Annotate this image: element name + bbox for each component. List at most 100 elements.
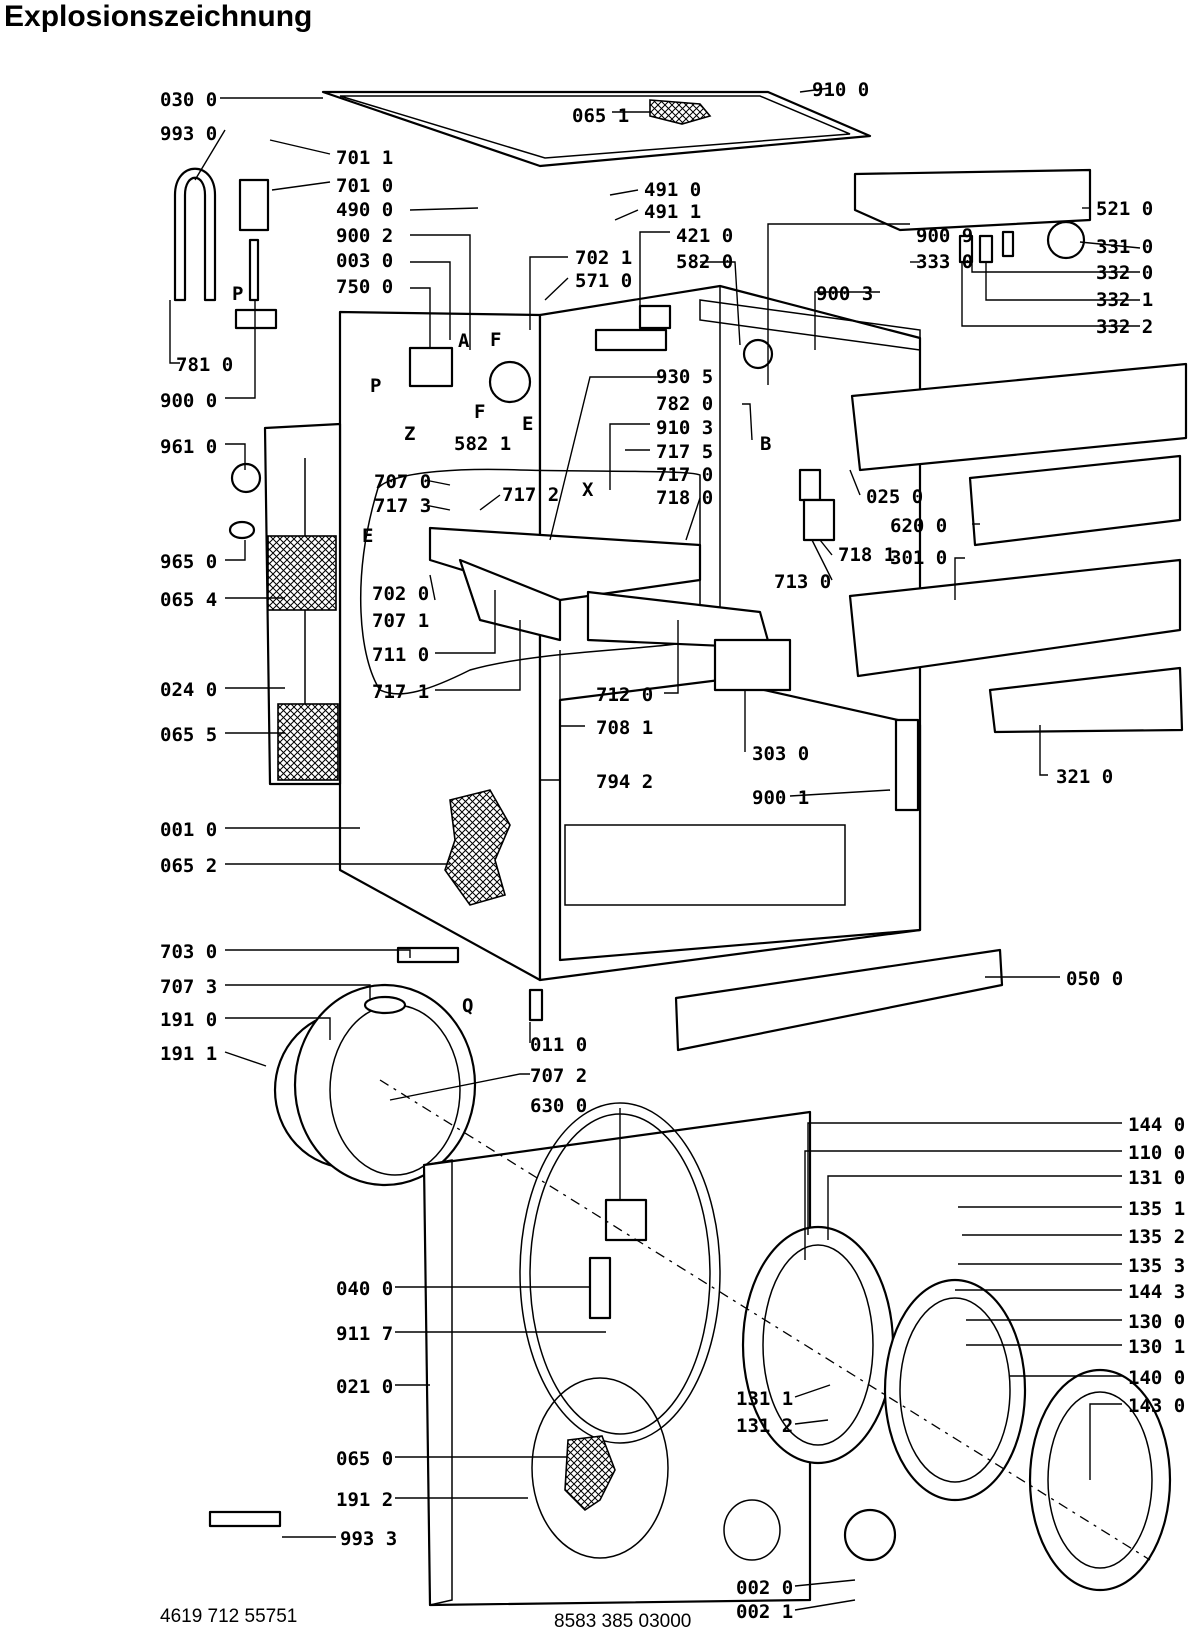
label-900-2: 900 2	[336, 225, 393, 247]
letter-e-pump: E	[522, 413, 533, 435]
insulation-pad-side	[444, 789, 511, 906]
label-331-0: 331 0	[1096, 236, 1153, 258]
label-110-0: 110 0	[1128, 1142, 1185, 1164]
label-718-0: 718 0	[656, 487, 713, 509]
label-717-0: 717 0	[656, 464, 713, 486]
label-702-1: 702 1	[575, 247, 632, 269]
label-713-0: 713 0	[774, 571, 831, 593]
label-003-0: 003 0	[336, 250, 393, 272]
label-712-0: 712 0	[596, 684, 653, 706]
label-701-1: 701 1	[336, 147, 393, 169]
label-143-0: 143 0	[1128, 1395, 1185, 1417]
label-582-1: 582 1	[454, 433, 511, 455]
label-135-3: 135 3	[1128, 1255, 1185, 1277]
label-332-1: 332 1	[1096, 289, 1153, 311]
label-140-0: 140 0	[1128, 1367, 1185, 1389]
label-024-0: 024 0	[160, 679, 217, 701]
label-620-0: 620 0	[890, 515, 947, 537]
label-021-0: 021 0	[336, 1376, 393, 1398]
label-900-1: 900 1	[752, 787, 809, 809]
label-065-5: 065 5	[160, 724, 217, 746]
letter-f-upper: F	[490, 329, 501, 351]
label-144-3: 144 3	[1128, 1281, 1185, 1303]
label-191-1: 191 1	[160, 1043, 217, 1065]
label-130-0: 130 0	[1128, 1311, 1185, 1333]
label-490-0: 490 0	[336, 199, 393, 221]
letter-f-lower: F	[474, 401, 485, 423]
porthole-door	[741, 1225, 1172, 1592]
label-065-0: 065 0	[336, 1448, 393, 1470]
label-333-0: 333 0	[916, 251, 973, 273]
label-782-0: 782 0	[656, 393, 713, 415]
insulation-pad-front	[564, 1435, 616, 1512]
label-131-2: 131 2	[736, 1415, 793, 1437]
label-065-4: 065 4	[160, 589, 217, 611]
label-910-3: 910 3	[656, 417, 713, 439]
label-301-0: 301 0	[890, 547, 947, 569]
label-065-1: 065 1	[572, 105, 629, 127]
label-191-2: 191 2	[336, 1489, 393, 1511]
label-781-0: 781 0	[176, 354, 233, 376]
label-521-0: 521 0	[1096, 198, 1153, 220]
label-707-0: 707 0	[374, 471, 431, 493]
label-707-3: 707 3	[160, 976, 217, 998]
label-491-1: 491 1	[644, 201, 701, 223]
label-002-1: 002 1	[736, 1601, 793, 1623]
label-582-0: 582 0	[676, 251, 733, 273]
part-labels: 030 0 065 1 910 0 993 0 701 1 701 0 490 …	[160, 79, 1185, 1623]
label-491-0: 491 0	[644, 179, 701, 201]
label-708-1: 708 1	[596, 717, 653, 739]
page-title: Explosionszeichnung	[4, 0, 313, 33]
letter-b: B	[760, 433, 771, 455]
label-144-0: 144 0	[1128, 1114, 1185, 1136]
label-717-3: 717 3	[374, 495, 431, 517]
insulation-pad-rear-upper	[267, 535, 337, 611]
front-panel	[422, 1102, 812, 1607]
label-025-0: 025 0	[866, 486, 923, 508]
footer-center-code: 8583 385 03000	[554, 1611, 691, 1631]
detergent-dispenser	[428, 526, 792, 692]
letter-e-inlet: E	[362, 525, 373, 547]
label-050-0: 050 0	[1066, 968, 1123, 990]
label-930-5: 930 5	[656, 366, 713, 388]
label-718-1: 718 1	[838, 544, 895, 566]
label-002-0: 002 0	[736, 1577, 793, 1599]
label-191-0: 191 0	[160, 1009, 217, 1031]
letter-x: X	[582, 479, 594, 501]
label-571-0: 571 0	[575, 270, 632, 292]
door-axis-line	[379, 1079, 1151, 1561]
insulation-pad-top	[649, 99, 712, 125]
label-711-0: 711 0	[372, 644, 429, 666]
leader-lines	[169, 87, 1141, 1611]
label-702-0: 702 0	[372, 583, 429, 605]
label-321-0: 321 0	[1056, 766, 1113, 788]
letter-q: Q	[462, 995, 473, 1017]
label-011-0: 011 0	[530, 1034, 587, 1056]
label-065-2: 065 2	[160, 855, 217, 877]
label-900-9: 900 9	[916, 225, 973, 247]
label-701-0: 701 0	[336, 175, 393, 197]
footer-left-code: 4619 712 55751	[160, 1606, 297, 1627]
label-030-0: 030 0	[160, 89, 217, 111]
label-303-0: 303 0	[752, 743, 809, 765]
letter-z: Z	[404, 423, 415, 445]
label-707-2: 707 2	[530, 1065, 587, 1087]
label-750-0: 750 0	[336, 276, 393, 298]
label-630-0: 630 0	[530, 1095, 587, 1117]
control-panel-parts	[848, 168, 1188, 734]
label-717-5: 717 5	[656, 441, 713, 463]
label-910-0: 910 0	[812, 79, 869, 101]
worktop-lid	[321, 90, 872, 168]
label-900-3: 900 3	[816, 283, 873, 305]
label-707-1: 707 1	[372, 610, 429, 632]
connection-letters: P P A F F E E Z B X Q	[232, 283, 771, 1017]
label-961-0: 961 0	[160, 436, 217, 458]
label-993-0: 993 0	[160, 123, 217, 145]
label-040-0: 040 0	[336, 1278, 393, 1300]
label-332-2: 332 2	[1096, 316, 1153, 338]
label-900-0: 900 0	[160, 390, 217, 412]
detergent-area-outline	[360, 468, 701, 695]
label-131-1: 131 1	[736, 1388, 793, 1410]
label-703-0: 703 0	[160, 941, 217, 963]
